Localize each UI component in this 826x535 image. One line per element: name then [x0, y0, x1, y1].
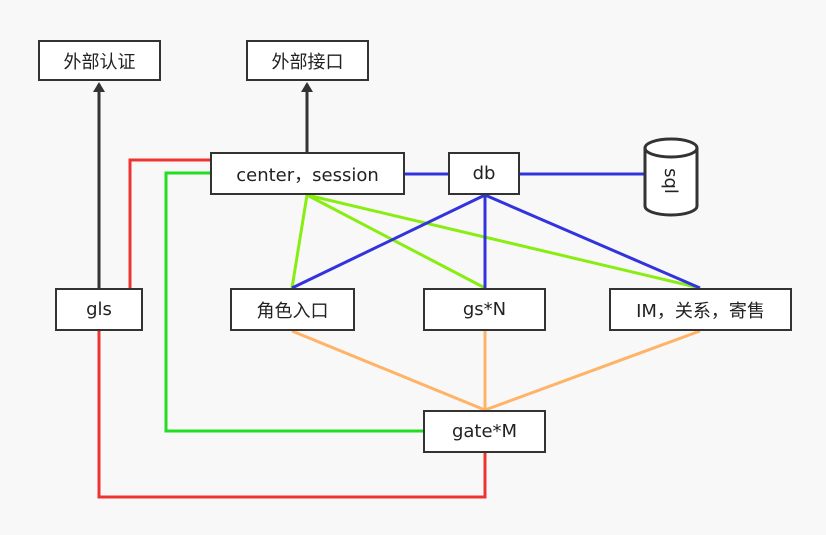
red-line-gls-gate [97, 331, 487, 499]
node-gs: gs*N [423, 288, 546, 331]
node-sql-label: sql [660, 168, 682, 194]
lime-line-center-gs [306, 193, 486, 290]
blue-line-db-im [484, 193, 701, 290]
lime-line-center-role [290, 194, 309, 289]
sql-cylinder-icon [643, 137, 699, 217]
node-external-auth: 外部认证 [38, 40, 161, 81]
orange-line-im-gate [484, 329, 701, 412]
node-gls: gls [55, 288, 143, 331]
lime-line-center-im [306, 193, 701, 290]
node-external-api: 外部接口 [246, 40, 369, 81]
green-line-center-gate [164, 171, 423, 433]
node-center-session: center，session [210, 152, 405, 195]
blue-line-db-role [291, 193, 486, 290]
node-im-relations-consignment: IM，关系，寄售 [609, 288, 792, 331]
red-line-gls-center [128, 158, 210, 288]
node-db: db [448, 152, 520, 195]
orange-line-role-gate [291, 329, 486, 412]
node-role-entry: 角色入口 [230, 288, 355, 331]
node-gate: gate*M [423, 410, 546, 453]
